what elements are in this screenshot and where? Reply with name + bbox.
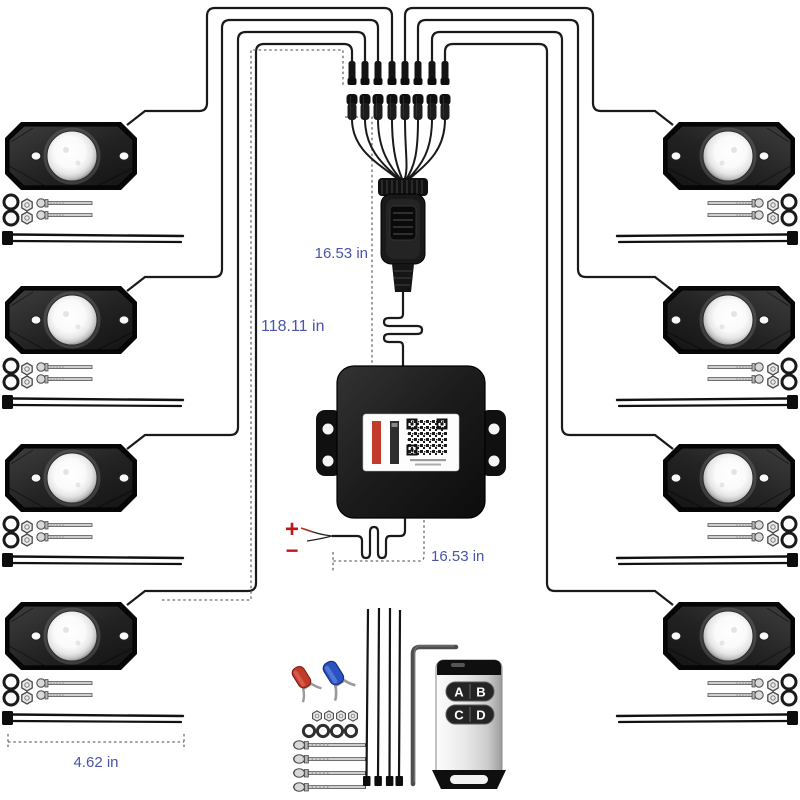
rock-light-pod-left-3 <box>3 442 139 514</box>
zip-tie-pair <box>0 709 185 727</box>
pod-wire-right-4 <box>443 42 674 606</box>
hex-nuts-row <box>312 710 358 722</box>
dimension-line-extension-wire <box>162 49 344 601</box>
rock-light-pod-left-2 <box>3 284 139 356</box>
harness-connector-pair <box>372 60 384 121</box>
zip-tie-pair <box>615 229 800 247</box>
wire-harness-cables <box>126 6 674 606</box>
ir-window <box>451 663 465 667</box>
harness-connector-pair <box>346 60 358 121</box>
washers-row <box>301 723 359 739</box>
splitter-port <box>389 205 417 241</box>
zip-tie-pair <box>0 229 185 247</box>
harness-connector-pair <box>439 60 451 121</box>
dimension-line-power-wire <box>332 520 425 571</box>
pod-wire-right-3 <box>430 30 674 450</box>
dimension-label-power: 16.53 in <box>431 548 484 565</box>
pod-wire-left-2 <box>126 18 380 292</box>
dimension-line-zip-tie <box>7 734 185 750</box>
remote-button-a: A <box>454 685 464 700</box>
red-wire-strand <box>300 527 314 533</box>
rock-light-pod-right-3 <box>661 442 797 514</box>
dimension-lines <box>7 49 425 750</box>
spade-terminal-blue <box>322 660 356 702</box>
mounting-hardware-set <box>4 517 92 547</box>
harness-connectors <box>346 60 451 182</box>
power-pigtail-wire: + − <box>285 516 407 563</box>
mounting-hardware-set <box>708 359 796 389</box>
rock-light-pod-right-2 <box>661 284 797 356</box>
dimension-label-extension: 118.11 in <box>261 318 324 335</box>
rock-light-pod-left-1 <box>3 120 139 192</box>
dimension-label-harness: 16.53 in <box>315 245 368 262</box>
negative-label: − <box>286 538 299 563</box>
harness-connector-pair <box>399 60 411 121</box>
long-zip-ties <box>363 607 403 786</box>
pod-wire-left-4 <box>126 42 354 606</box>
mounting-hardware-set <box>708 517 796 547</box>
remote-top-band <box>437 660 501 675</box>
mounting-hardware-set <box>708 675 796 705</box>
mounting-hardware-set <box>4 359 92 389</box>
label-red-stripe <box>372 421 381 464</box>
zip-tie-pair <box>615 709 800 727</box>
zip-tie-pair <box>0 393 185 411</box>
allen-wrench <box>410 644 459 787</box>
accessory-kit: A B C D <box>291 607 506 792</box>
mounting-tab-left <box>316 410 342 476</box>
zip-tie-pair <box>615 393 800 411</box>
rock-light-pod-right-4 <box>661 600 797 672</box>
label-fine-print <box>410 459 446 462</box>
label-dark-stripe <box>390 421 399 464</box>
pod-wire-right-1 <box>403 6 674 126</box>
mounting-hardware-set <box>708 195 796 225</box>
screws-row <box>293 740 367 792</box>
dimension-line-harness-top <box>345 116 373 364</box>
remote-button-d: D <box>476 708 485 723</box>
harness-splitter-plug <box>378 178 428 368</box>
dimension-label-zip-tie: 4.62 in <box>73 754 118 771</box>
remote-button-c: C <box>454 708 464 723</box>
zip-tie-pair <box>0 551 185 569</box>
zip-tie-pair <box>615 551 800 569</box>
coiled-wire-top <box>382 292 424 368</box>
qr-code <box>406 418 448 456</box>
mounting-hardware-set <box>4 675 92 705</box>
mounting-tab-right <box>480 410 506 476</box>
pod-wire-left-3 <box>126 30 367 450</box>
pod-column-left <box>0 120 185 727</box>
harness-connector-pair <box>359 60 371 121</box>
rock-light-pod-right-1 <box>661 120 797 192</box>
harness-connector-pair <box>412 60 424 121</box>
harness-connector-pair <box>426 60 438 121</box>
mounting-hardware-set <box>4 195 92 225</box>
keychain-slot <box>450 775 488 784</box>
pod-column-right <box>615 120 800 727</box>
connector-fan-wires <box>351 118 446 182</box>
spade-terminal-red <box>291 665 322 703</box>
remote-control: A B C D <box>432 659 506 789</box>
label-fine-print <box>415 463 441 466</box>
remote-button-b: B <box>476 685 485 700</box>
bluetooth-control-box <box>316 365 506 519</box>
positive-label: + <box>285 516 299 543</box>
pod-wire-left-1 <box>126 6 394 126</box>
pod-wire-right-2 <box>416 18 674 292</box>
harness-connector-pair <box>386 60 398 121</box>
rock-light-pod-left-4 <box>3 600 139 672</box>
